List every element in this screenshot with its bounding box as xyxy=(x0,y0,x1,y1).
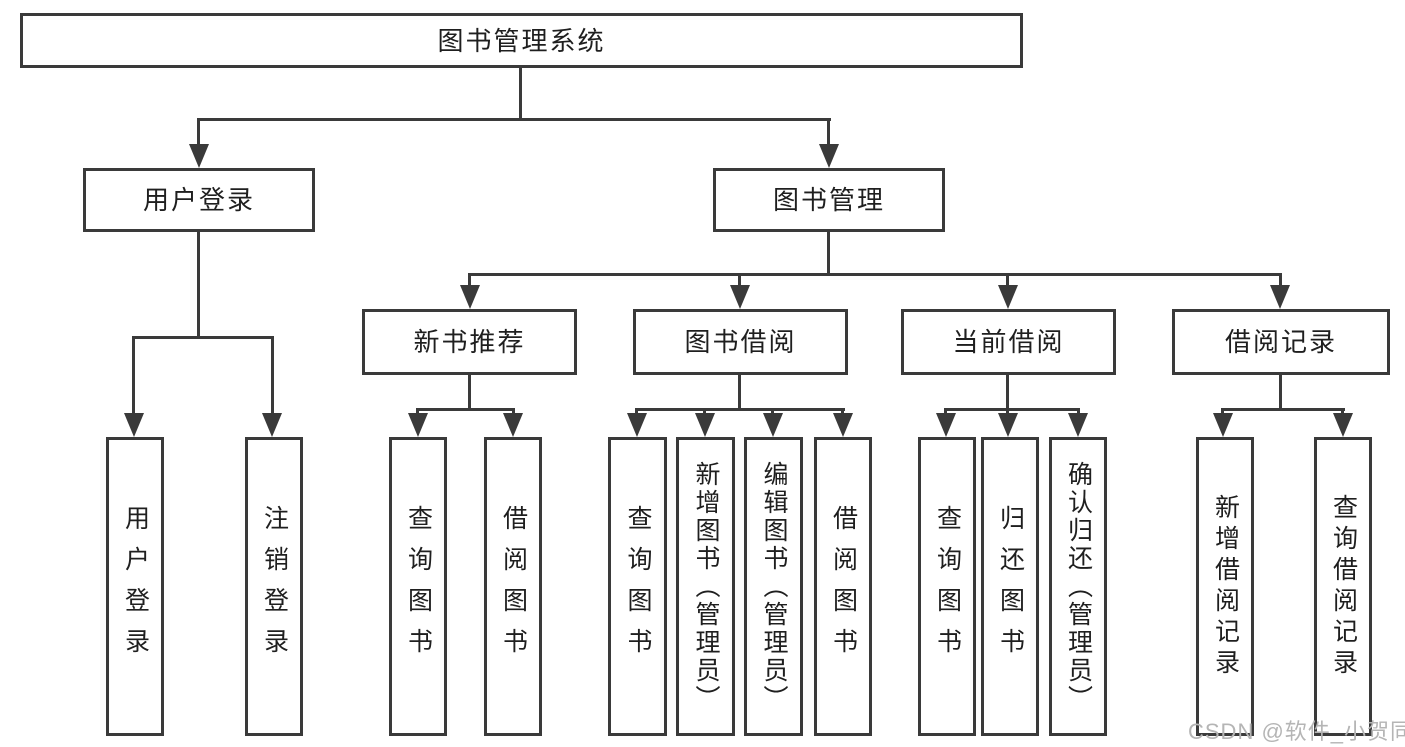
arrow-rc2 xyxy=(1333,413,1353,437)
connector-root-hline xyxy=(197,118,831,121)
arrow-nb2 xyxy=(503,413,523,437)
arrow-bb4 xyxy=(833,413,853,437)
connector-newbooks-stem xyxy=(468,375,471,411)
connector-currentborrow-hline xyxy=(944,408,1080,411)
connector-bookborrow-hline xyxy=(635,408,845,411)
connector-records-hline xyxy=(1221,408,1345,411)
arrow-new-books xyxy=(460,285,480,309)
leaf-bookborrow-borrow: 借阅图书 xyxy=(814,437,872,736)
connector-records-stem xyxy=(1279,375,1282,411)
leaf-current-query: 查询图书 xyxy=(918,437,976,736)
connector-drop-login-leaf1 xyxy=(132,336,135,420)
arrow-nb1 xyxy=(408,413,428,437)
root-node: 图书管理系统 xyxy=(20,13,1023,68)
connector-drop-current-borrow xyxy=(1006,273,1009,293)
arrow-current-borrow xyxy=(998,285,1018,309)
arrow-book-borrow xyxy=(730,285,750,309)
arrow-bb2 xyxy=(695,413,715,437)
leaf-bookborrow-query: 查询图书 xyxy=(608,437,667,736)
arrow-rc1 xyxy=(1213,413,1233,437)
arrow-cb3 xyxy=(1068,413,1088,437)
connector-login-hline xyxy=(133,336,274,339)
connector-drop-borrow-records xyxy=(1279,273,1282,293)
leaf-bookborrow-add-admin: 新增图书（管理员） xyxy=(676,437,735,736)
leaf-bookborrow-edit-admin: 编辑图书（管理员） xyxy=(744,437,803,736)
arrow-borrow-records xyxy=(1270,285,1290,309)
leaf-newbooks-query: 查询图书 xyxy=(389,437,447,736)
leaf-current-return: 归还图书 xyxy=(981,437,1039,736)
connector-root-stem xyxy=(519,68,522,121)
arrow-login-leaf2 xyxy=(262,413,282,437)
connector-bookborrow-stem xyxy=(738,375,741,411)
arrow-bb1 xyxy=(627,413,647,437)
leaf-user-login: 用户登录 xyxy=(106,437,164,736)
connector-drop-new-books xyxy=(468,273,471,293)
node-book-mgmt: 图书管理 xyxy=(713,168,945,232)
connector-currentborrow-stem xyxy=(1006,375,1009,411)
connector-drop-book-borrow xyxy=(738,273,741,293)
csdn-watermark: CSDN @软件_小贺同学 xyxy=(1188,719,1405,744)
leaf-records-add: 新增借阅记录 xyxy=(1196,437,1254,736)
connector-drop-login-leaf2 xyxy=(271,336,274,420)
arrow-book-mgmt xyxy=(819,144,839,168)
connector-drop-user-login xyxy=(197,118,200,150)
arrow-cb2 xyxy=(998,413,1018,437)
arrow-bb3 xyxy=(763,413,783,437)
connector-mgmt-hline xyxy=(468,273,1282,276)
arrow-user-login xyxy=(189,144,209,168)
arrow-cb1 xyxy=(936,413,956,437)
connector-mgmt-stem xyxy=(827,232,830,276)
node-user-login: 用户登录 xyxy=(83,168,315,232)
leaf-records-query: 查询借阅记录 xyxy=(1314,437,1372,736)
node-borrow-records: 借阅记录 xyxy=(1172,309,1390,375)
connector-newbooks-hline xyxy=(416,408,515,411)
node-book-borrow: 图书借阅 xyxy=(633,309,848,375)
node-current-borrow: 当前借阅 xyxy=(901,309,1116,375)
connector-drop-book-mgmt xyxy=(827,118,830,150)
arrow-login-leaf1 xyxy=(124,413,144,437)
leaf-newbooks-borrow: 借阅图书 xyxy=(484,437,542,736)
leaf-logout: 注销登录 xyxy=(245,437,303,736)
connector-login-stem xyxy=(197,232,200,339)
node-new-books: 新书推荐 xyxy=(362,309,577,375)
leaf-current-confirm-admin: 确认归还（管理员） xyxy=(1049,437,1107,736)
